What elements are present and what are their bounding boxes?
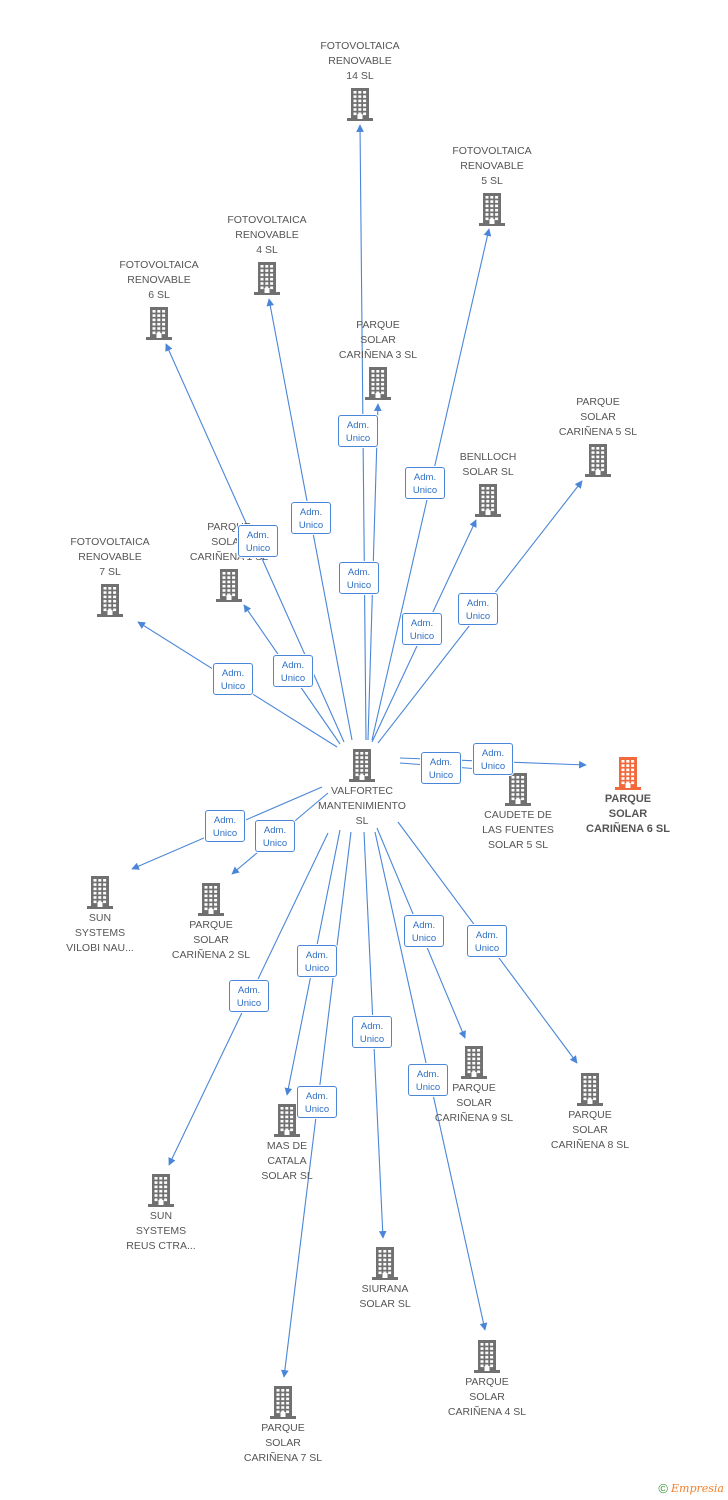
building-icon — [505, 773, 531, 806]
company-node-siurana[interactable]: SIURANA SOLAR SL — [320, 1246, 450, 1312]
company-node-valfortec[interactable]: VALFORTEC MANTENIMIENTO SL — [297, 748, 427, 829]
relation-badge[interactable]: Adm. Unico — [255, 820, 295, 852]
company-name[interactable]: PARQUE SOLAR CARIÑENA 5 SL — [558, 396, 638, 438]
company-name[interactable]: VALFORTEC MANTENIMIENTO SL — [318, 785, 406, 827]
relation-badge[interactable]: Adm. Unico — [473, 743, 513, 775]
company-name[interactable]: SUN SYSTEMS VILOBI NAU... — [66, 912, 134, 954]
relation-badge[interactable]: Adm. Unico — [297, 1086, 337, 1118]
company-name[interactable]: PARQUE SOLAR CARIÑENA 6 SL — [586, 793, 670, 835]
company-node-sun-vilobi[interactable]: SUN SYSTEMS VILOBI NAU... — [35, 875, 165, 956]
building-icon — [585, 444, 611, 477]
company-name[interactable]: PARQUE SOLAR CARIÑENA 9 SL — [434, 1082, 514, 1124]
building-icon — [461, 1046, 487, 1079]
company-node-parque-6[interactable]: PARQUE SOLAR CARIÑENA 6 SL — [563, 756, 693, 837]
company-node-caudete[interactable]: CAUDETE DE LAS FUENTES SOLAR 5 SL — [453, 772, 583, 853]
relation-badge[interactable]: Adm. Unico — [238, 525, 278, 557]
building-icon — [349, 749, 375, 782]
building-icon — [216, 569, 242, 602]
company-name[interactable]: FOTOVOLTAICA RENOVABLE 7 SL — [70, 536, 150, 578]
brand-logo[interactable]: Empresia — [671, 1482, 724, 1495]
company-name[interactable]: BENLLOCH SOLAR SL — [459, 451, 517, 478]
relation-badge[interactable]: Adm. Unico — [213, 663, 253, 695]
company-node-parque-3[interactable]: PARQUE SOLAR CARIÑENA 3 SL — [313, 318, 443, 400]
building-icon — [372, 1247, 398, 1280]
relation-badge[interactable]: Adm. Unico — [408, 1064, 448, 1096]
relation-badge[interactable]: Adm. Unico — [297, 945, 337, 977]
company-name[interactable]: PARQUE SOLAR CARIÑENA 2 SL — [171, 919, 251, 961]
relation-badge[interactable]: Adm. Unico — [229, 980, 269, 1012]
relation-badge[interactable]: Adm. Unico — [458, 593, 498, 625]
copyright-symbol: © — [658, 1481, 668, 1496]
building-icon — [365, 367, 391, 400]
company-node-fotovoltaica-4[interactable]: FOTOVOLTAICA RENOVABLE 4 SL — [202, 213, 332, 295]
company-node-fotovoltaica-6[interactable]: FOTOVOLTAICA RENOVABLE 6 SL — [94, 258, 224, 340]
relation-badge[interactable]: Adm. Unico — [404, 915, 444, 947]
building-icon — [270, 1386, 296, 1419]
building-icon — [87, 876, 113, 909]
building-icon — [146, 307, 172, 340]
company-name[interactable]: SIURANA SOLAR SL — [359, 1283, 411, 1310]
building-icon — [254, 262, 280, 295]
company-node-fotovoltaica-7[interactable]: FOTOVOLTAICA RENOVABLE 7 SL — [45, 535, 175, 617]
building-icon — [577, 1073, 603, 1106]
relation-badge[interactable]: Adm. Unico — [405, 467, 445, 499]
relation-badge[interactable]: Adm. Unico — [273, 655, 313, 687]
company-node-parque-4[interactable]: PARQUE SOLAR CARIÑENA 4 SL — [422, 1339, 552, 1420]
relation-badge[interactable]: Adm. Unico — [467, 925, 507, 957]
company-name[interactable]: PARQUE SOLAR CARIÑENA 3 SL — [338, 319, 418, 361]
building-icon — [97, 584, 123, 617]
company-name[interactable]: FOTOVOLTAICA RENOVABLE 5 SL — [452, 145, 532, 187]
company-node-fotovoltaica-14[interactable]: FOTOVOLTAICA RENOVABLE 14 SL — [295, 39, 425, 121]
company-name[interactable]: SUN SYSTEMS REUS CTRA... — [126, 1210, 196, 1252]
company-node-parque-8[interactable]: PARQUE SOLAR CARIÑENA 8 SL — [525, 1072, 655, 1153]
relation-badge[interactable]: Adm. Unico — [339, 562, 379, 594]
company-node-sun-reus[interactable]: SUN SYSTEMS REUS CTRA... — [96, 1173, 226, 1254]
building-icon — [479, 193, 505, 226]
company-node-parque-9[interactable]: PARQUE SOLAR CARIÑENA 9 SL — [409, 1045, 539, 1126]
footer: © Empresia — [658, 1481, 724, 1496]
company-name[interactable]: CAUDETE DE LAS FUENTES SOLAR 5 SL — [482, 809, 554, 851]
company-name[interactable]: FOTOVOLTAICA RENOVABLE 6 SL — [119, 259, 199, 301]
building-icon — [474, 1340, 500, 1373]
relation-badge[interactable]: Adm. Unico — [402, 613, 442, 645]
relation-badge[interactable]: Adm. Unico — [338, 415, 378, 447]
company-node-parque-7[interactable]: PARQUE SOLAR CARIÑENA 7 SL — [218, 1385, 348, 1466]
company-node-fotovoltaica-5[interactable]: FOTOVOLTAICA RENOVABLE 5 SL — [427, 144, 557, 226]
company-name[interactable]: FOTOVOLTAICA RENOVABLE 4 SL — [227, 214, 307, 256]
building-icon — [475, 484, 501, 517]
company-node-parque-2[interactable]: PARQUE SOLAR CARIÑENA 2 SL — [146, 882, 276, 963]
company-name[interactable]: MAS DE CATALA SOLAR SL — [261, 1140, 313, 1182]
relation-badge[interactable]: Adm. Unico — [205, 810, 245, 842]
building-icon — [347, 88, 373, 121]
building-icon — [615, 757, 641, 790]
company-node-benlloch[interactable]: BENLLOCH SOLAR SL — [423, 450, 553, 517]
company-node-parque-5[interactable]: PARQUE SOLAR CARIÑENA 5 SL — [533, 395, 663, 477]
company-name[interactable]: PARQUE SOLAR CARIÑENA 8 SL — [550, 1109, 630, 1151]
company-node-mas-catala[interactable]: MAS DE CATALA SOLAR SL — [222, 1103, 352, 1184]
building-icon — [198, 883, 224, 916]
company-name[interactable]: FOTOVOLTAICA RENOVABLE 14 SL — [320, 40, 400, 82]
relation-badge[interactable]: Adm. Unico — [291, 502, 331, 534]
company-name[interactable]: PARQUE SOLAR CARIÑENA 7 SL — [243, 1422, 323, 1464]
building-icon — [274, 1104, 300, 1137]
relation-badge[interactable]: Adm. Unico — [352, 1016, 392, 1048]
relation-badge[interactable]: Adm. Unico — [421, 752, 461, 784]
building-icon — [148, 1174, 174, 1207]
company-name[interactable]: PARQUE SOLAR CARIÑENA 4 SL — [447, 1376, 527, 1418]
